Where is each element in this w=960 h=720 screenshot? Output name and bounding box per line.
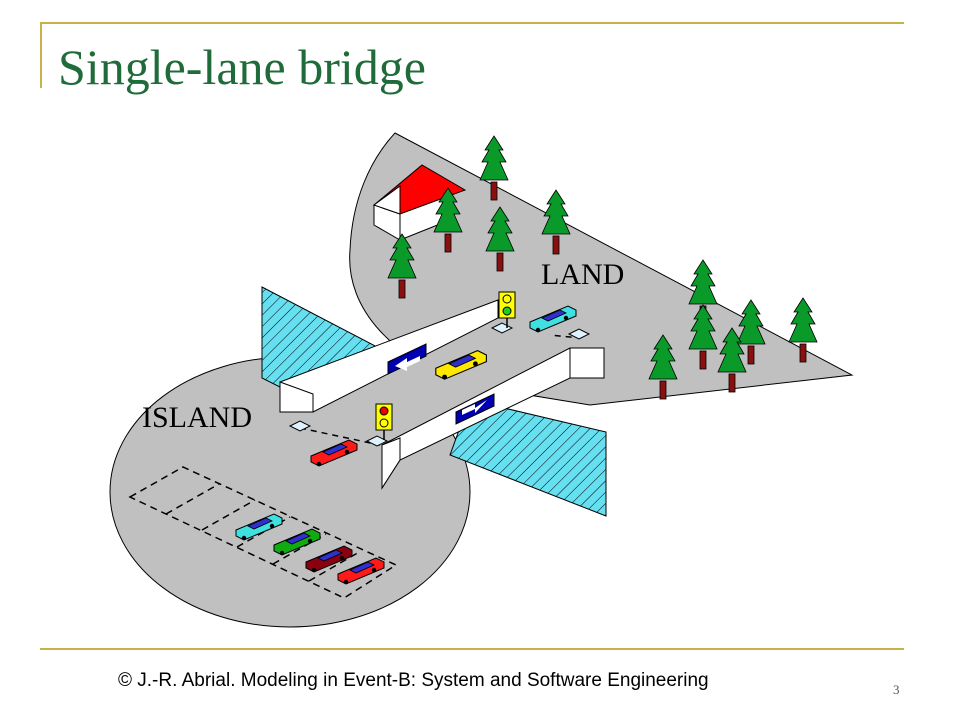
bottom-rule — [40, 648, 904, 650]
traffic-light-land — [498, 291, 516, 328]
side-rule — [40, 22, 42, 88]
house — [372, 164, 467, 241]
page-number: 3 — [893, 682, 900, 697]
bridge-diagram: LAND ISLAND — [109, 132, 854, 628]
arrow-left-icon — [387, 343, 427, 375]
land-label: LAND — [541, 258, 624, 291]
top-rule — [40, 22, 904, 24]
river-lower — [449, 399, 607, 517]
island-label: ISLAND — [142, 401, 252, 434]
arrow-right-icon — [455, 393, 495, 425]
traffic-light-island — [375, 403, 393, 440]
slide-title: Single-lane bridge — [58, 39, 426, 95]
copyright-footer: © J.-R. Abrial. Modeling in Event-B: Sys… — [118, 670, 709, 691]
